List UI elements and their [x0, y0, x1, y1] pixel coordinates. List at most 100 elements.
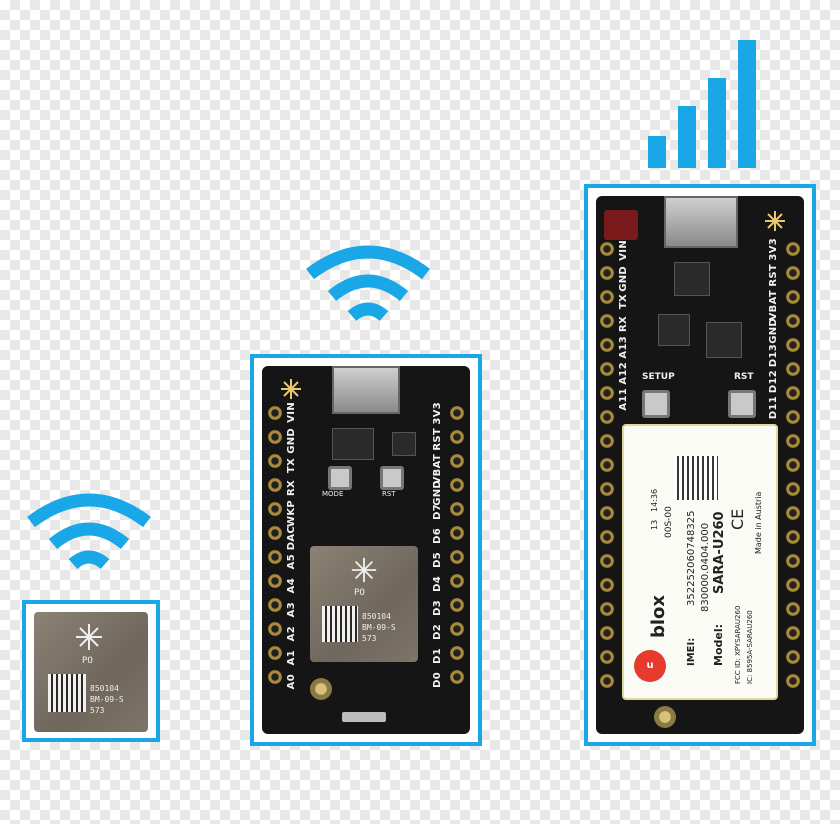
pin — [600, 602, 614, 616]
pin — [268, 526, 282, 540]
pin — [786, 650, 800, 664]
pin-label: DAC — [286, 526, 297, 551]
pin — [786, 290, 800, 304]
sara-imei: 352252060748325 — [686, 510, 697, 606]
pin — [268, 598, 282, 612]
particle-star-icon — [351, 557, 377, 583]
wifi-icon — [27, 493, 151, 570]
pin — [600, 482, 614, 496]
pin-label: RX — [286, 480, 297, 497]
pin — [268, 622, 282, 636]
module-brand: PO — [354, 588, 365, 598]
pin-label: A1 — [286, 650, 297, 666]
usb-port — [332, 366, 400, 414]
pin-label: D6 — [432, 528, 443, 544]
ublox-logo: u — [634, 650, 666, 682]
pin — [600, 530, 614, 544]
pin — [786, 266, 800, 280]
particle-star-icon — [765, 211, 785, 231]
pin — [268, 454, 282, 468]
sara-model-label: Model: — [712, 623, 725, 666]
pin-label: RST — [768, 264, 779, 287]
module-line-1: 850104 — [362, 612, 391, 621]
pin — [786, 386, 800, 400]
pin — [268, 670, 282, 684]
sara-date-a: 13 — [650, 519, 659, 530]
pin — [786, 602, 800, 616]
pin-label: GND — [432, 480, 443, 506]
pin — [600, 674, 614, 688]
pin-label: TX — [286, 458, 297, 474]
pin-label: D0 — [432, 672, 443, 688]
pin — [268, 406, 282, 420]
pin-label: 3V3 — [768, 238, 779, 261]
pin — [268, 502, 282, 516]
antenna-pad — [342, 712, 386, 722]
pin — [600, 338, 614, 352]
pin — [786, 506, 800, 520]
pin — [600, 554, 614, 568]
pin — [600, 506, 614, 520]
sara-code: 00S-00 — [664, 506, 674, 538]
pin-label: A5 — [286, 554, 297, 570]
pin-label: 3V3 — [432, 402, 443, 425]
sara-imei-label: IMEI: — [686, 637, 697, 666]
particle-star-icon — [76, 624, 102, 650]
wifi-icon — [306, 245, 430, 322]
pin-label: RX — [618, 316, 629, 333]
pin-label: GND — [286, 428, 297, 454]
photon-board: MODE RST PO 850104 BM-09-S 573 VIN GND T… — [262, 366, 470, 734]
sara-ce: CE — [728, 508, 747, 530]
pin-label: D1 — [432, 648, 443, 664]
pin-label: A13 — [618, 336, 629, 359]
pin — [268, 550, 282, 564]
pin-label: A12 — [618, 362, 629, 385]
pin — [786, 482, 800, 496]
pin — [450, 550, 464, 564]
pin — [450, 574, 464, 588]
pin — [600, 410, 614, 424]
sara-part: 830000.0404.000 — [700, 522, 711, 612]
qr-code — [48, 674, 86, 712]
pin — [600, 314, 614, 328]
pin — [600, 578, 614, 592]
module-line-2: BM-09-S — [362, 623, 396, 632]
regulator-chip — [674, 262, 710, 296]
cellular-module: Made in Austria CE 13 14:36 00S-00 35225… — [622, 424, 778, 700]
pin-label: GND — [768, 318, 779, 344]
pin-label: VIN — [618, 240, 629, 261]
pin — [268, 646, 282, 660]
qr-code — [322, 606, 358, 642]
u-fl-connector — [654, 706, 676, 728]
pin-label: D13 — [768, 344, 779, 368]
pin-label: A0 — [286, 674, 297, 690]
u-fl-connector — [310, 678, 332, 700]
pin-label: D4 — [432, 576, 443, 592]
pin — [600, 290, 614, 304]
pin-label: VIN — [286, 402, 297, 423]
setup-button — [642, 390, 670, 418]
sara-date-b: 14:36 — [650, 488, 659, 512]
usb-port — [664, 196, 738, 248]
pin — [600, 650, 614, 664]
regulator-chip — [332, 428, 374, 460]
pin — [600, 626, 614, 640]
pin-label: D5 — [432, 552, 443, 568]
pin — [450, 406, 464, 420]
mode-button — [328, 466, 352, 490]
pin — [600, 266, 614, 280]
pin — [600, 434, 614, 448]
setup-label: SETUP — [642, 372, 675, 382]
pin-label: A2 — [286, 626, 297, 642]
sara-ic: IC: 8595A-SARAU260 — [746, 610, 754, 684]
pin-label: D3 — [432, 600, 443, 616]
pin-label: D11 — [768, 396, 779, 420]
sara-brand: blox — [648, 594, 669, 638]
pin — [450, 622, 464, 636]
pin-label: A4 — [286, 578, 297, 594]
pin — [450, 502, 464, 516]
photon-wifi-module: PO 850104 BM-09-S 573 — [310, 546, 418, 662]
pin — [600, 458, 614, 472]
pin — [786, 434, 800, 448]
